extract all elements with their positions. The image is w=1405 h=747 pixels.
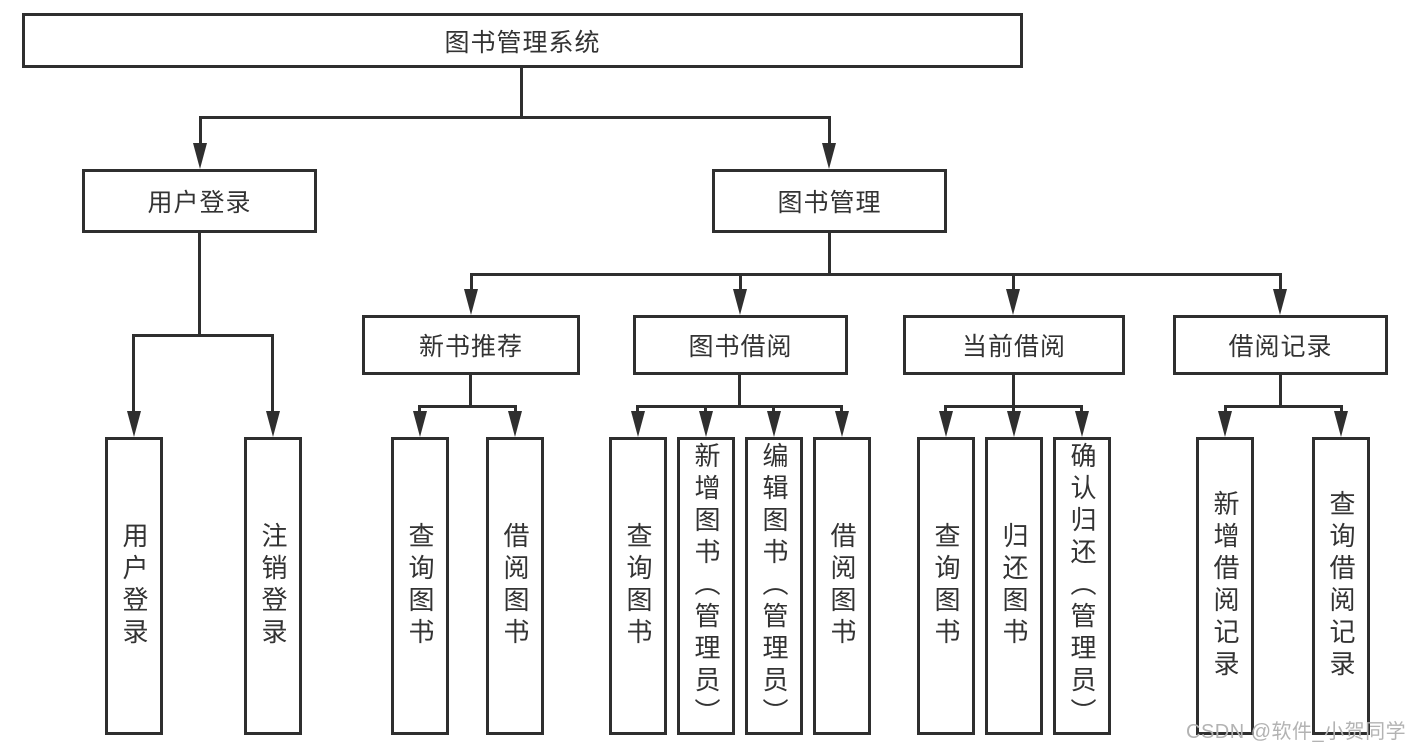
arrowhead-sec3-a-icon — [1218, 411, 1232, 437]
connector-stem-current-borrow — [1012, 273, 1015, 291]
node-sec-new-book-label: 新书推荐 — [418, 333, 523, 361]
leaf-borrow-add-label: 新增图书（管理员） — [691, 442, 721, 730]
connector-stem-sec0-b — [514, 405, 517, 414]
node-sec-book-borrow-label: 图书借阅 — [688, 333, 793, 361]
connector-sec1-stub — [738, 375, 741, 408]
connector-stem-leaf-logout — [271, 334, 274, 414]
leaf-borrow-edit-label: 编辑图书（管理员） — [759, 442, 789, 730]
arrowhead-sec1-a-icon — [631, 411, 645, 437]
leaf-logout-label: 注销登录 — [258, 522, 288, 650]
leaf-record-query: 查询借阅记录 — [1312, 437, 1370, 735]
arrowhead-leaf-logout-icon — [266, 411, 280, 437]
connector-stem-sec3-a — [1224, 405, 1227, 414]
arrowhead-sec1-c-icon — [767, 411, 781, 437]
leaf-current-return: 归还图书 — [985, 437, 1043, 735]
connector-rail-level2 — [199, 116, 831, 119]
connector-manage-stub — [828, 233, 831, 276]
connector-rail-sec0 — [418, 405, 517, 408]
leaf-borrow-add: 新增图书（管理员） — [677, 437, 735, 735]
connector-stem-sec2-c — [1080, 405, 1083, 414]
arrowhead-sec2-b-icon — [1007, 411, 1021, 437]
watermark-text: CSDN @软件_小贺同学 — [1186, 721, 1405, 743]
connector-stem-user-login — [199, 116, 202, 144]
arrowhead-sec2-a-icon — [939, 411, 953, 437]
arrowhead-book-borrow-icon — [733, 289, 747, 315]
leaf-current-return-label: 归还图书 — [999, 522, 1029, 650]
arrowhead-new-book-icon — [464, 289, 478, 315]
node-sec-current-borrow: 当前借阅 — [903, 315, 1125, 375]
node-sec-new-book: 新书推荐 — [362, 315, 580, 375]
leaf-user-login: 用户登录 — [105, 437, 163, 735]
node-root-label: 图书管理系统 — [444, 28, 601, 57]
node-user-login-label: 用户登录 — [147, 189, 252, 217]
leaf-record-add-label: 新增借阅记录 — [1210, 490, 1240, 682]
leaf-newbook-borrow-label: 借阅图书 — [500, 522, 530, 650]
connector-stem-sec1-d — [840, 405, 843, 414]
connector-stem-book-manage — [828, 116, 831, 144]
node-book-manage-label: 图书管理 — [777, 189, 882, 217]
connector-stem-sec2-a — [944, 405, 947, 414]
connector-rail-login — [132, 334, 274, 337]
leaf-record-query-label: 查询借阅记录 — [1326, 490, 1356, 682]
node-root: 图书管理系统 — [22, 13, 1023, 68]
connector-stem-leaf-user-login — [132, 334, 135, 414]
connector-stem-sec1-b — [704, 405, 707, 414]
connector-stem-new-book — [470, 273, 473, 291]
leaf-current-confirm: 确认归还（管理员） — [1053, 437, 1111, 735]
leaf-newbook-query: 查询图书 — [391, 437, 449, 735]
leaf-current-confirm-label: 确认归还（管理员） — [1067, 442, 1097, 730]
leaf-borrow-query-label: 查询图书 — [623, 522, 653, 650]
connector-rail-sec1 — [636, 405, 843, 408]
leaf-current-query-label: 查询图书 — [931, 522, 961, 650]
node-sec-borrow-record-label: 借阅记录 — [1228, 333, 1333, 361]
leaf-current-query: 查询图书 — [917, 437, 975, 735]
arrowhead-sec3-b-icon — [1334, 411, 1348, 437]
leaf-borrow-borrow-label: 借阅图书 — [827, 522, 857, 650]
connector-root-stub — [520, 68, 523, 118]
arrowhead-sec1-d-icon — [835, 411, 849, 437]
leaf-newbook-borrow: 借阅图书 — [486, 437, 544, 735]
node-sec-current-borrow-label: 当前借阅 — [961, 333, 1066, 361]
node-book-manage: 图书管理 — [712, 169, 947, 233]
connector-sec2-stub — [1012, 375, 1015, 408]
node-user-login: 用户登录 — [82, 169, 317, 233]
leaf-user-login-label: 用户登录 — [119, 522, 149, 650]
connector-stem-sec3-b — [1340, 405, 1343, 414]
arrowhead-borrow-record-icon — [1273, 289, 1287, 315]
connector-stem-borrow-record — [1279, 273, 1282, 291]
connector-sec3-stub — [1279, 375, 1282, 408]
leaf-newbook-query-label: 查询图书 — [405, 522, 435, 650]
connector-stem-sec1-a — [636, 405, 639, 414]
arrowhead-user-login-icon — [193, 143, 207, 169]
arrowhead-sec2-c-icon — [1075, 411, 1089, 437]
arrowhead-sec0-b-icon — [508, 411, 522, 437]
arrowhead-book-manage-icon — [822, 143, 836, 169]
leaf-record-add: 新增借阅记录 — [1196, 437, 1254, 735]
connector-rail-level3 — [470, 273, 1281, 276]
arrowhead-sec1-b-icon — [699, 411, 713, 437]
connector-rail-sec3 — [1224, 405, 1342, 408]
arrowhead-leaf-user-login-icon — [127, 411, 141, 437]
node-sec-borrow-record: 借阅记录 — [1173, 315, 1388, 375]
arrowhead-sec0-a-icon — [413, 411, 427, 437]
connector-stem-sec0-a — [418, 405, 421, 414]
connector-stem-sec2-b — [1012, 405, 1015, 414]
connector-stem-book-borrow — [739, 273, 742, 291]
node-sec-book-borrow: 图书借阅 — [633, 315, 848, 375]
connector-stem-sec1-c — [772, 405, 775, 414]
connector-login-stub — [198, 233, 201, 336]
connector-sec0-stub — [469, 375, 472, 408]
leaf-borrow-query: 查询图书 — [609, 437, 667, 735]
leaf-borrow-borrow: 借阅图书 — [813, 437, 871, 735]
leaf-borrow-edit: 编辑图书（管理员） — [745, 437, 803, 735]
arrowhead-current-borrow-icon — [1006, 289, 1020, 315]
leaf-logout: 注销登录 — [244, 437, 302, 735]
